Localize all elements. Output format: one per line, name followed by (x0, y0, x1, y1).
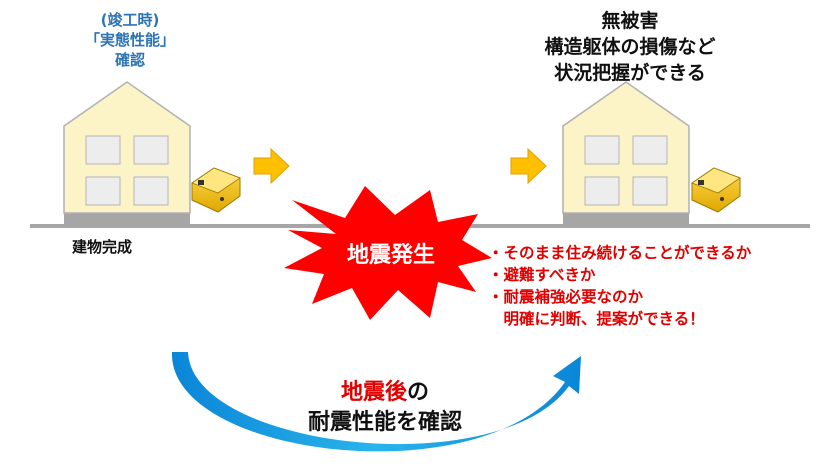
sensor-device-icon-right (691, 167, 741, 213)
right-label-line: 構造躯体の損傷など (544, 36, 716, 58)
left-house-icon (63, 81, 191, 224)
left-label-line: 確認 (114, 51, 145, 69)
caption-line: 耐震性能を確認 (307, 410, 462, 435)
curved-arrow-icon (171, 352, 582, 452)
right-label-line: 無被害 (601, 10, 659, 32)
outcome-item: ・耐震補強必要なのか (488, 288, 644, 306)
arrow-right-icon-2 (510, 147, 547, 185)
right-label-line: 状況把握ができる (554, 62, 706, 84)
right-house-icon (562, 81, 690, 224)
earthquake-label: 地震発生 (346, 243, 435, 268)
right-label: 無被害 構造躯体の損傷など 状況把握ができる (510, 8, 750, 86)
post-earthquake-caption: 地震後の 耐震性能を確認 (270, 378, 500, 438)
caption-highlight: 地震後 (340, 380, 407, 405)
left-label-line: (竣工時) (100, 11, 160, 29)
left-label-line: 「実態性能」 (84, 31, 175, 49)
caption-particle: の (407, 380, 430, 405)
outcome-item: ・そのまま住み続けることができるか (488, 244, 752, 262)
outcome-item: 明確に判断、提案ができる！ (488, 310, 705, 328)
left-label: (竣工時) 「実態性能」 確認 (60, 10, 200, 70)
outcome-list: ・そのまま住み続けることができるか ・避難すべきか ・耐震補強必要なのか 明確に… (488, 242, 818, 330)
sensor-device-icon (191, 167, 241, 213)
arrow-right-icon (253, 147, 290, 185)
earthquake-burst-icon (284, 186, 492, 320)
outcome-item: ・避難すべきか (488, 266, 596, 284)
building-complete-caption: 建物完成 (72, 238, 133, 256)
